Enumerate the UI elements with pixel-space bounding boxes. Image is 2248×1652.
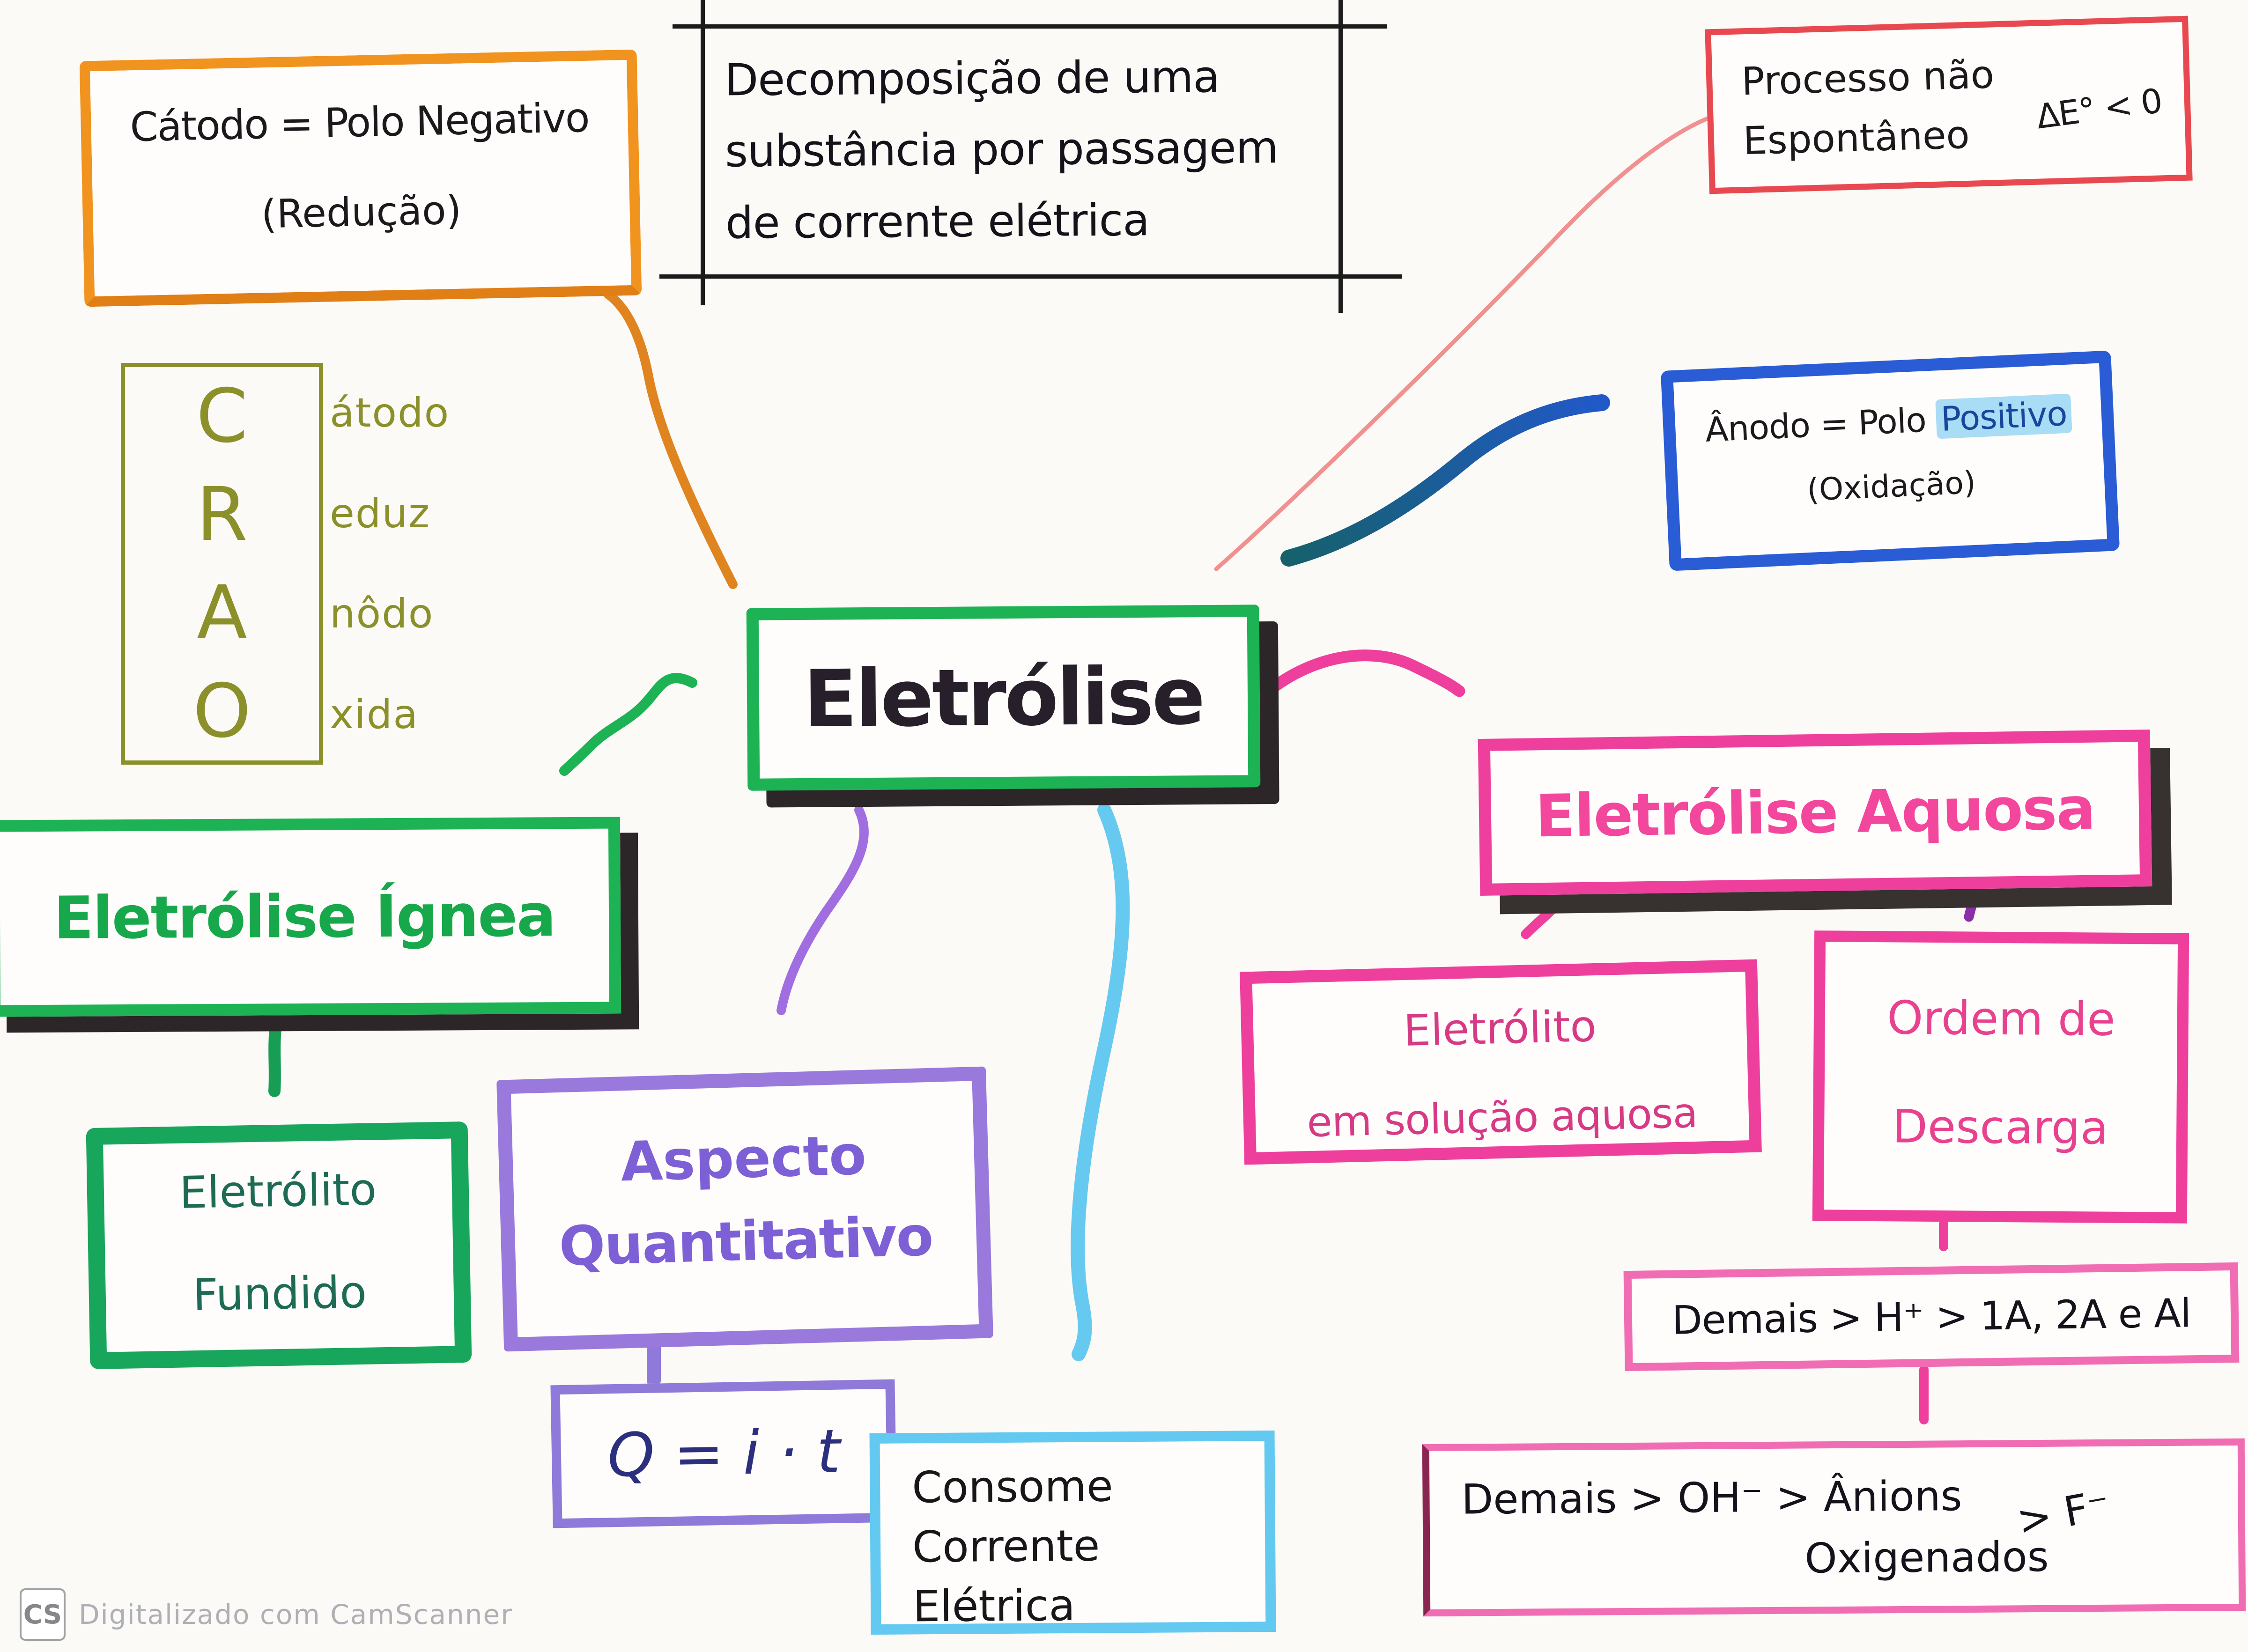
crao-letter-r: R [196,472,248,558]
arrow-eletrolise-to-processo [1214,109,1736,571]
processo-line1: Processo não [1741,52,1995,104]
anodo-line2: (Oxidação) [1806,464,1977,509]
fundido-line2: Fundido [192,1267,367,1321]
consome-line2: Corrente [912,1520,1100,1572]
ordem-line1: Ordem de [1886,991,2115,1047]
ordem-anions-line1: Demais > OH⁻ > Ânions > F⁻ [1429,1470,2238,1545]
ordem-anions-line2: Oxigenados [1804,1532,2049,1583]
crao-rest-catodo: átodo [330,390,450,437]
ordem-cations-text: Demais > H⁺ > 1A, 2A e Al [1671,1290,2191,1343]
ordem-line2: Descarga [1892,1100,2109,1155]
crao-rest-oxida: xida [330,691,419,738]
arrow-aquosa-to-eletrolito [1521,887,1572,939]
arrow-ignea-to-fundido [268,1018,282,1097]
arrow-eletrolise-to-catodo [603,289,738,589]
consome-lines: Consome Corrente Elétrica [880,1441,1266,1637]
definition-line1: Decomposição de uma [724,52,1220,106]
node-definition: Decomposição de uma substância por passa… [724,41,1334,259]
node-formula-q: Q = i · t [550,1379,897,1528]
anodo-line1: Ânodo = Polo Positivo [1675,392,2102,450]
processo-line2: Espontâneo [1742,112,1970,164]
node-eletrolise: Eletrólise [746,605,1261,791]
definition-frame-top-line [673,24,1387,29]
node-ordem-de-descarga: Ordem de Descarga [1812,930,2189,1224]
node-consome-corrente: Consome Corrente Elétrica [869,1430,1276,1637]
arrow-eletrolise-to-aspecto [776,805,869,1015]
definition-frame-left-line [701,0,705,305]
processo-lines: Processo não Espontâneo [1741,45,1997,171]
node-ordem-anions: Demais > OH⁻ > Ânions > F⁻ Oxigenados [1422,1438,2246,1617]
arrow-eletrolise-to-anodo [1280,394,1610,567]
node-eletrolito-fundido: Eletrólito Fundido [86,1121,472,1370]
aspecto-line2: Quantitativo [558,1204,933,1279]
eletrolito-aquoso-line1: Eletrólito [1403,1001,1597,1056]
definition-frame-bottom-line [659,274,1402,279]
eletrolise-label: Eletrólise [803,650,1204,745]
crao-rest-reduz: eduz [330,490,431,537]
arrow-eletrolise-to-ignea [559,673,697,776]
anodo-prefix: Ânodo = Polo [1704,399,1937,450]
arrow-eletrolise-to-consome [1071,803,1130,1361]
ordem-anions-main: Demais > OH⁻ > Ânions [1461,1472,1962,1524]
catodo-line1: Cátodo = Polo Negativo [129,94,590,151]
aspecto-line1: Aspecto [620,1123,867,1194]
node-anodo: Ânodo = Polo Positivo (Oxidação) [1660,350,2120,571]
catodo-line2: (Redução) [260,187,462,237]
definition-frame-right-line [1338,0,1343,313]
processo-formula: ΔE° < 0 [2034,81,2164,137]
crao-word-endings: átodo eduz nôdo xida [330,363,450,765]
formula-q-text: Q = i · t [606,1416,841,1491]
node-eletrolise-aquosa: Eletrólise Aquosa [1478,729,2152,896]
node-eletrolise-ignea: Eletrólise Ígnea [0,817,621,1017]
crao-letter-c: C [196,373,248,459]
crao-acronym-box: C R A O [121,363,323,765]
node-eletrolito-solucao-aquosa: Eletrólito em solução aquosa [1240,959,1762,1165]
node-processo-nao-espontaneo: Processo não Espontâneo ΔE° < 0 [1705,15,2193,194]
node-ordem-cations: Demais > H⁺ > 1A, 2A e Al [1623,1262,2240,1372]
eletrolito-aquoso-line2: em solução aquosa [1306,1088,1698,1147]
definition-line2: substância por passagem [725,122,1279,177]
ignea-label: Eletrólise Ígnea [53,881,555,952]
aquosa-label: Eletrólise Aquosa [1535,774,2095,851]
anodo-highlight: Positivo [1935,393,2073,439]
arrow-aquosa-to-ordem [1964,884,1982,922]
fundido-line1: Eletrólito [179,1164,377,1219]
crao-rest-anodo: nôdo [330,590,434,638]
definition-line3: de corrente elétrica [725,194,1150,249]
camscanner-watermark: CS Digitalizado com CamScanner [20,1588,513,1641]
crao-letter-o: O [192,668,251,754]
consome-line1: Consome [911,1461,1113,1513]
arrow-eletrolise-to-aquosa [1261,649,1465,698]
crao-letter-a: A [196,570,248,656]
camscanner-watermark-text: Digitalizado com CamScanner [79,1599,513,1630]
camscanner-badge-icon: CS [20,1588,66,1641]
node-aspecto-quantitativo: Aspecto Quantitativo [496,1066,993,1352]
consome-line3: Elétrica [912,1580,1076,1632]
node-catodo: Cátodo = Polo Negativo (Redução) [79,49,642,307]
